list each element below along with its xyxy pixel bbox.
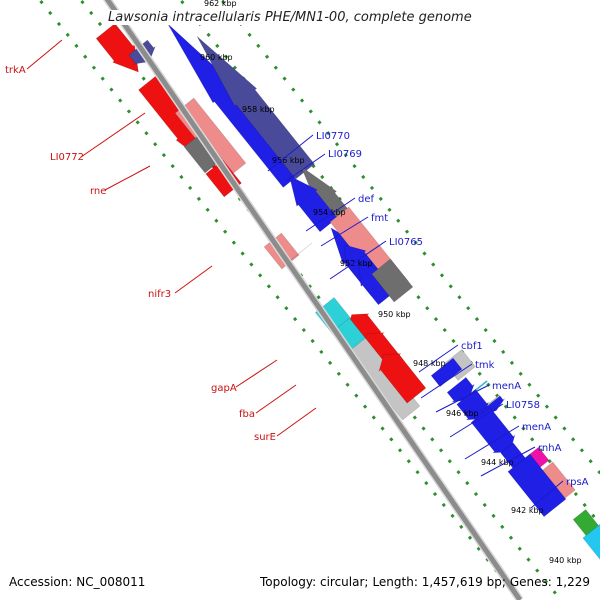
gene-label-LI0758: LI0758 bbox=[506, 400, 540, 411]
label-leader-fba bbox=[255, 384, 297, 414]
gene-label-def: def bbox=[358, 194, 375, 205]
tick-label-940-kbp: 940 kbp bbox=[549, 556, 582, 565]
label-leader-LI0765 bbox=[329, 240, 387, 280]
genes-count-label: Genes: 1,229 bbox=[509, 575, 591, 589]
gene-label-LI0770: LI0770 bbox=[316, 131, 350, 142]
label-leader-def bbox=[305, 197, 356, 232]
gene-label-LI0769: LI0769 bbox=[328, 149, 362, 160]
tick-label-948-kbp: 948 kbp bbox=[413, 359, 446, 368]
gene-label-rne: rne bbox=[90, 186, 106, 197]
gene-unnamed-36 bbox=[582, 523, 600, 560]
label-leader-rnhA bbox=[480, 446, 536, 477]
gene-LI0765-14 bbox=[371, 258, 414, 303]
label-leader-gapA bbox=[235, 359, 278, 388]
tick-label-960-kbp: 960 kbp bbox=[200, 53, 233, 62]
gene-label-rpsA: rpsA bbox=[566, 477, 589, 488]
label-leader-surE bbox=[276, 407, 317, 437]
tick-label-950-kbp: 950 kbp bbox=[378, 310, 411, 319]
label-leader-fmt bbox=[320, 216, 369, 247]
gene-label-cbf1: cbf1 bbox=[461, 341, 483, 352]
genome-title: Lawsonia intracellularis PHE/MN1-00, com… bbox=[106, 10, 474, 25]
label-leader-LI0758 bbox=[449, 403, 504, 438]
label-leader-LI0769 bbox=[285, 153, 326, 182]
label-leader-LI0770 bbox=[267, 134, 314, 172]
gene-label-trkA: trkA bbox=[5, 65, 26, 76]
gene-unnamed-22 bbox=[378, 353, 427, 404]
label-leader-rpsA bbox=[530, 480, 564, 509]
gene-label-gapA: gapA bbox=[211, 383, 237, 394]
tick-label-952-kbp: 952 kbp bbox=[340, 259, 373, 268]
label-leader-nifr3 bbox=[174, 265, 213, 294]
tick-label-956-kbp: 956 kbp bbox=[272, 156, 305, 165]
tick-label-946-kbp: 946 kbp bbox=[446, 409, 479, 418]
gene-label-menA: menA bbox=[492, 381, 521, 392]
gene-label-LI0765: LI0765 bbox=[389, 237, 423, 248]
gene-label-LI0772: LI0772 bbox=[50, 152, 84, 163]
length-label: Length: 1,457,619 bp; bbox=[372, 575, 506, 589]
label-leader-LI0772 bbox=[80, 112, 146, 158]
gene-label-fba: fba bbox=[239, 409, 255, 420]
label-leader-rne bbox=[104, 165, 151, 191]
accession-label: Accession: NC_008011 bbox=[9, 575, 146, 589]
gene-label-nifr3: nifr3 bbox=[148, 289, 171, 300]
gene-label-menA: menA bbox=[522, 422, 551, 433]
genome-summary: Topology: circular;Length: 1,457,619 bp;… bbox=[260, 575, 590, 589]
gene-unnamed-34 bbox=[507, 453, 567, 518]
tick-label-958-kbp: 958 kbp bbox=[242, 105, 275, 114]
label-leader-tmk bbox=[420, 363, 473, 399]
tick-label-954-kbp: 954 kbp bbox=[313, 208, 346, 217]
label-leader-cbf1 bbox=[418, 344, 459, 373]
label-leader-trkA bbox=[26, 39, 63, 70]
tick-label-962-kbp: 962 kbp bbox=[204, 0, 237, 8]
gene-label-rnhA: rnhA bbox=[538, 443, 562, 454]
gene-label-fmt: fmt bbox=[371, 213, 388, 224]
tick-label-942-kbp: 942 kbp bbox=[511, 506, 544, 515]
label-leader-menA bbox=[435, 384, 490, 413]
label-leader-menA bbox=[464, 425, 520, 460]
backbone-line bbox=[104, 0, 523, 600]
topology-label: Topology: circular; bbox=[260, 575, 369, 589]
gene-label-surE: surE bbox=[254, 432, 276, 443]
gene-unnamed-3 bbox=[196, 36, 315, 180]
tick-label-944-kbp: 944 kbp bbox=[481, 458, 514, 467]
gene-label-tmk: tmk bbox=[475, 360, 495, 371]
gene-unnamed-25 bbox=[430, 357, 463, 388]
